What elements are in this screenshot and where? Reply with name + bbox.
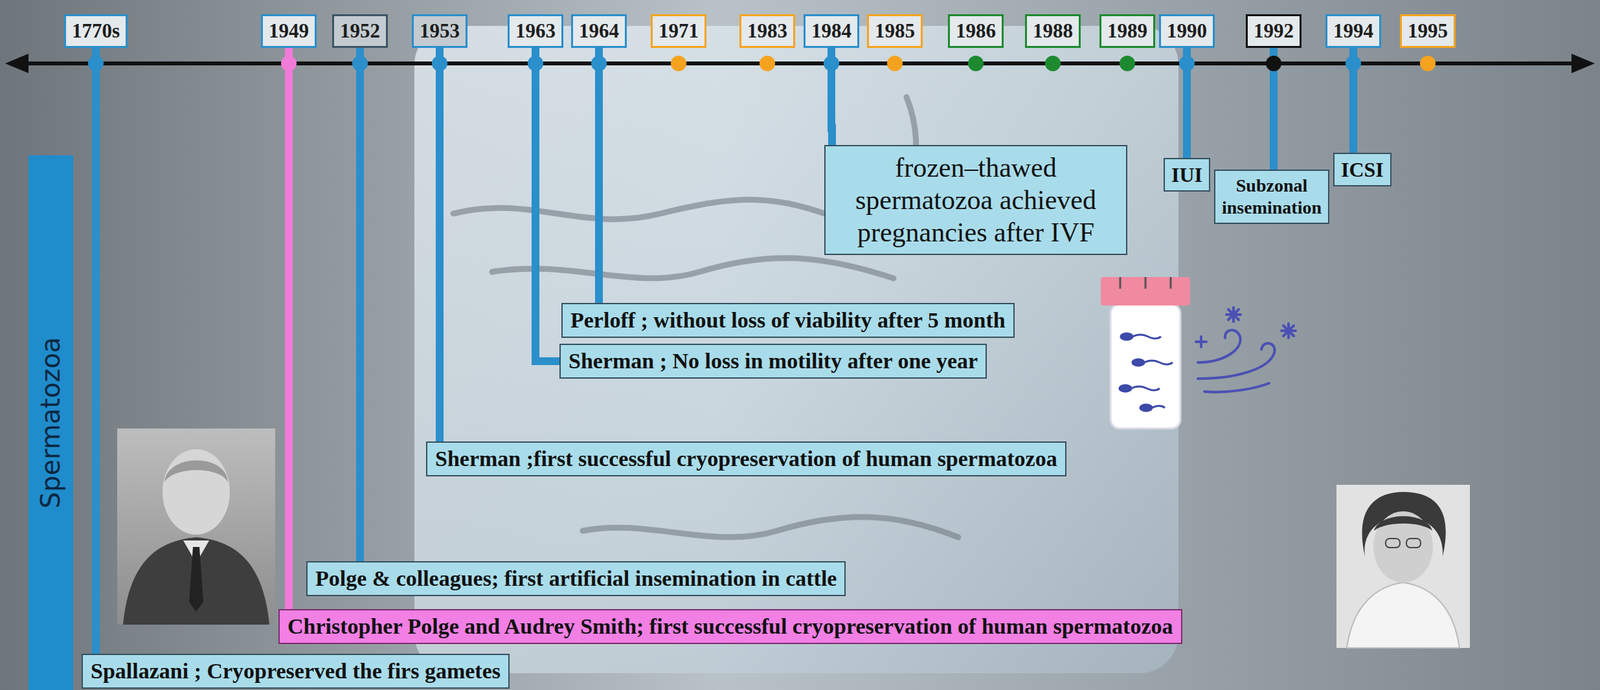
year-label: 1963 [515, 18, 556, 44]
year-box: 1990 [1159, 14, 1215, 48]
year-box: 1984 [803, 14, 860, 48]
year-box: 1770s [64, 14, 128, 48]
year-box: 1983 [739, 14, 796, 48]
year-label: 1992 [1253, 18, 1294, 44]
timeline-dot [1265, 55, 1282, 72]
event-box: Sherman ;first successful cryopreservati… [426, 441, 1067, 477]
axis-arrowhead [5, 53, 29, 74]
event-text: Perloff ; without loss of viability afte… [570, 307, 1006, 334]
timeline-connector [356, 47, 364, 562]
timeline-dot [281, 55, 297, 72]
event-text: ICSI [1340, 156, 1384, 183]
timeline-dot [887, 55, 903, 72]
event-text: Spermatozoa [36, 337, 67, 509]
timeline-connector [435, 47, 444, 442]
timeline-dot [431, 55, 448, 72]
timeline-dot [823, 55, 840, 72]
event-text: Polge & colleagues; first artificial ins… [315, 565, 837, 592]
event-text: Subzonal insemination [1221, 174, 1322, 219]
year-label: 1964 [578, 18, 620, 44]
year-label: 1984 [811, 18, 852, 44]
event-box: Subzonal insemination [1214, 169, 1330, 225]
year-box: 1992 [1245, 14, 1302, 48]
year-label: 1953 [419, 18, 460, 44]
timeline-dot [1045, 55, 1061, 72]
year-box: 1995 [1399, 14, 1456, 48]
year-box: 1964 [571, 14, 627, 48]
year-box: 1994 [1325, 14, 1382, 48]
timeline-connector [535, 47, 560, 362]
event-box: Spallazani ; Cryopreserved the firs game… [81, 653, 510, 689]
year-label: 1985 [874, 18, 915, 44]
year-label: 1995 [1407, 18, 1448, 44]
year-label: 1952 [339, 18, 381, 44]
timeline-dot [527, 55, 544, 72]
year-label: 1988 [1032, 18, 1073, 44]
year-label: 1986 [955, 18, 996, 44]
event-box: IUI [1163, 157, 1211, 192]
timeline-dot [670, 55, 687, 72]
portrait-photo [1336, 484, 1470, 649]
year-label: 1990 [1166, 18, 1207, 44]
year-box: 1989 [1099, 14, 1156, 48]
timeline-connector [595, 47, 603, 304]
event-text: Christopher Polge and Audrey Smith; firs… [287, 613, 1174, 640]
year-label: 1989 [1107, 18, 1148, 44]
year-box: 1953 [411, 14, 468, 48]
event-box: Sherman ; No loss in motility after one … [559, 343, 987, 379]
event-text: frozen–thawed spermatozoa achieved pregn… [834, 151, 1117, 249]
timeline-connector [91, 47, 100, 654]
year-label: 1983 [747, 18, 788, 44]
event-text: Sherman ; No loss in motility after one … [568, 348, 978, 375]
year-box: 1971 [650, 14, 707, 48]
event-box: Perloff ; without loss of viability afte… [561, 303, 1015, 339]
event-text: Sherman ;first successful cryopreservati… [435, 446, 1058, 473]
event-box: Polge & colleagues; first artificial ins… [306, 561, 846, 597]
timeline-dot [352, 55, 368, 72]
timeline-dot [88, 55, 104, 72]
portrait-photo [117, 428, 276, 625]
year-label: 1994 [1333, 18, 1374, 44]
timeline-dot [968, 55, 984, 72]
year-box: 1952 [332, 14, 388, 48]
timeline-connector [284, 47, 293, 610]
year-box: 1988 [1025, 14, 1081, 48]
category-band: Spermatozoa [28, 155, 74, 690]
year-box: 1986 [947, 14, 1004, 48]
year-box: 1963 [507, 14, 564, 48]
timeline-dot [759, 55, 776, 72]
event-box: frozen–thawed spermatozoa achieved pregn… [824, 145, 1128, 256]
timeline-dot [1119, 55, 1136, 72]
year-label: 1949 [268, 18, 309, 44]
year-label: 1971 [658, 18, 699, 44]
cold-wind-symbol [1195, 307, 1296, 393]
timeline-dot [591, 55, 607, 72]
event-text: Spallazani ; Cryopreserved the firs game… [90, 658, 501, 685]
axis-arrowhead [1571, 53, 1595, 74]
timeline-dot [1345, 55, 1362, 72]
timeline-dot [1179, 55, 1195, 72]
timeline-dot [1419, 55, 1436, 72]
event-text: IUI [1171, 161, 1203, 188]
timeline-axis [22, 61, 1578, 66]
event-box: Christopher Polge and Audrey Smith; firs… [278, 609, 1183, 645]
year-label: 1770s [71, 18, 120, 44]
year-box: 1949 [260, 14, 317, 48]
event-box: ICSI [1333, 152, 1392, 187]
sperm-tube-icon [1100, 277, 1191, 429]
year-box: 1985 [867, 14, 923, 48]
